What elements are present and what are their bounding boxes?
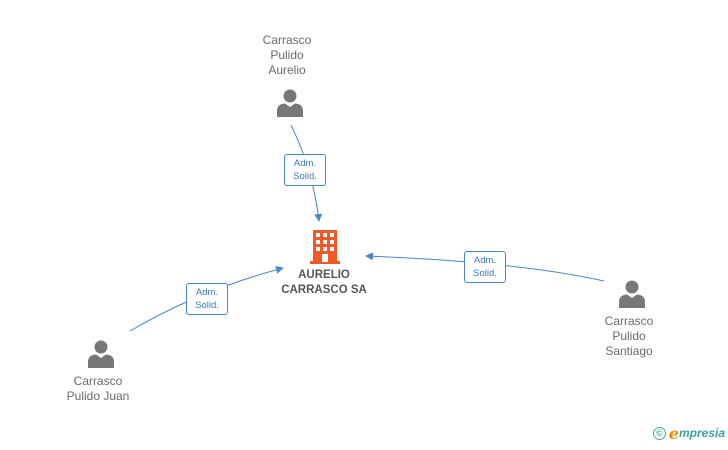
person-name-line: Carrasco [262, 33, 312, 47]
person-name-line: Carrasco [73, 374, 123, 388]
person-label-juan[interactable]: Carrasco Pulido Juan [38, 374, 158, 404]
relation-role-line: Solid. [195, 300, 219, 311]
relation-badge-santiago[interactable]: Adm. Solid. [464, 251, 506, 283]
person-name-line: Pulido [612, 329, 646, 343]
copyright-icon: © [652, 426, 666, 440]
person-name-line: Pulido Juan [66, 389, 130, 403]
office-building-icon[interactable] [310, 228, 340, 264]
company-name-line: AURELIO [298, 269, 350, 281]
person-icon[interactable] [617, 279, 647, 309]
person-name-line: Pulido [270, 48, 304, 62]
company-label[interactable]: AURELIO CARRASCO SA [264, 268, 384, 298]
brand-initial: e [668, 423, 679, 443]
empresia-brand: © e mpresia [652, 423, 725, 443]
relation-badge-juan[interactable]: Adm. Solid. [186, 283, 228, 315]
person-name-line: Santiago [605, 344, 653, 358]
relation-role-line: Adm. [195, 287, 219, 298]
relation-role-line: Solid. [473, 268, 497, 279]
relation-badge-aurelio[interactable]: Adm. Solid. [284, 154, 326, 186]
relation-role-line: Adm. [473, 255, 497, 266]
person-label-aurelio[interactable]: Carrasco Pulido Aurelio [227, 33, 347, 78]
person-name-line: Carrasco [604, 314, 654, 328]
person-name-line: Aurelio [268, 63, 306, 77]
relation-role-line: Adm. [293, 158, 317, 169]
person-icon[interactable] [86, 339, 116, 369]
person-icon[interactable] [275, 88, 305, 118]
person-label-santiago[interactable]: Carrasco Pulido Santiago [569, 314, 689, 359]
brand-word: mpresia [678, 426, 725, 440]
company-name-line: CARRASCO SA [281, 284, 367, 296]
relation-role-line: Solid. [293, 171, 317, 182]
